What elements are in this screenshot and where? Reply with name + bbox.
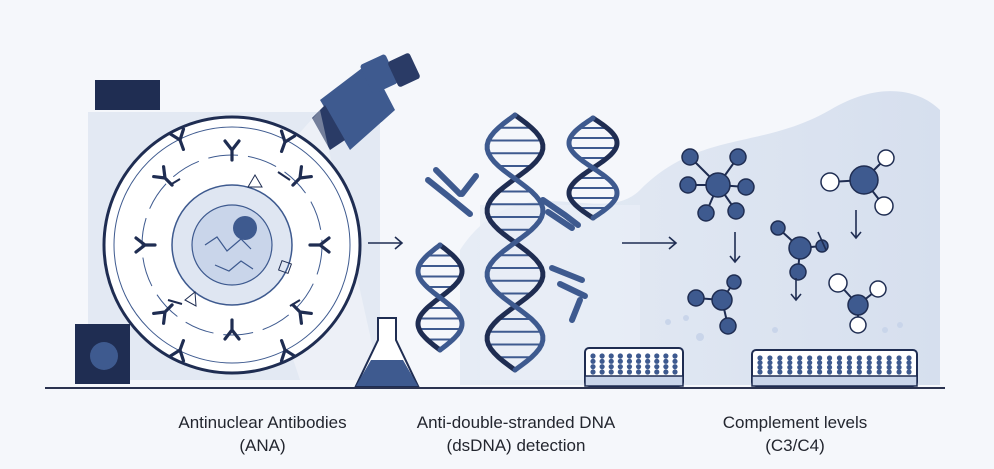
dna-helix-icon (484, 112, 546, 373)
molecule-icon (820, 149, 895, 216)
molecule-icon (687, 274, 742, 335)
antibody-icon (223, 318, 241, 341)
well-plate-icon (584, 347, 684, 387)
particle-dot (882, 327, 888, 333)
molecule-icon (679, 148, 755, 222)
antibody-icon (134, 236, 157, 254)
caption-line: (dsDNA) detection (446, 436, 586, 455)
antibody-icon (223, 139, 241, 162)
antibody-icon (152, 303, 174, 325)
dna-helix-icon (415, 242, 465, 353)
molecule-group (665, 148, 903, 341)
flask-icon (354, 317, 420, 387)
arrow-icon (368, 210, 862, 302)
antibody-icon (279, 339, 297, 363)
dna-helix-icon (566, 115, 620, 221)
well-plate-icon (751, 349, 918, 387)
antibody-icon (168, 127, 186, 151)
caption-complement: Complement levels (C3/C4) (665, 411, 925, 457)
antibody-icon (425, 167, 588, 323)
caption-line: Complement levels (722, 413, 868, 432)
antibody-icon (168, 339, 186, 363)
caption-line: (ANA) (239, 436, 286, 455)
well-plate-group (584, 347, 918, 387)
caption-line: Antinuclear Antibodies (178, 413, 347, 432)
antibody-group (134, 127, 331, 363)
particle-dot (665, 319, 671, 325)
particle-dot (683, 315, 689, 321)
particle-dot (772, 327, 778, 333)
antibody-icon (152, 165, 174, 187)
antibody-icon (291, 165, 313, 187)
caption-ana: Antinuclear Antibodies (ANA) (120, 411, 405, 457)
dna-group (415, 112, 620, 373)
antibody-icon (279, 129, 297, 153)
molecule-icon (770, 220, 829, 281)
particle-dot (696, 333, 704, 341)
caption-dsdna: Anti-double-stranded DNA (dsDNA) detecti… (385, 411, 647, 457)
antibody-icon (291, 303, 313, 325)
particle-dot (897, 322, 903, 328)
caption-line: Anti-double-stranded DNA (416, 413, 616, 432)
antibody-icon (308, 236, 331, 254)
molecule-icon (828, 273, 887, 334)
caption-line: (C3/C4) (765, 436, 825, 455)
